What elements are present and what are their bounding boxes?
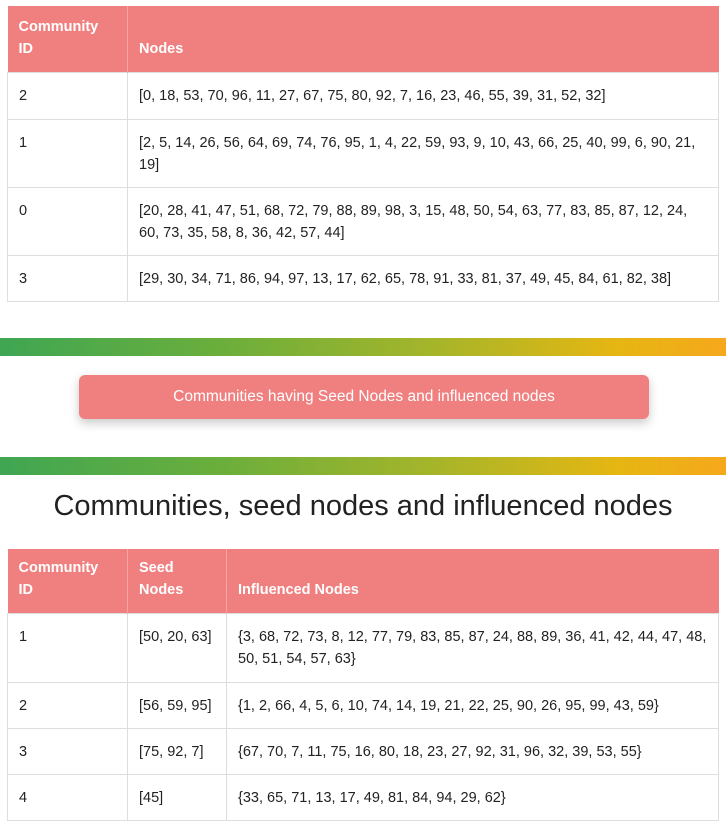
table-row: 0 [20, 28, 41, 47, 51, 68, 72, 79, 88, 8… [7, 187, 719, 256]
seed-nodes-cell: [50, 20, 63] [127, 613, 227, 683]
nodes-cell: [0, 18, 53, 70, 96, 11, 27, 67, 75, 80, … [127, 72, 719, 120]
table-row: 2 [0, 18, 53, 70, 96, 11, 27, 67, 75, 80… [7, 72, 719, 120]
column-header-nodes: Nodes [127, 6, 719, 73]
nodes-cell: [2, 5, 14, 26, 56, 64, 69, 74, 76, 95, 1… [127, 119, 719, 188]
community-id-cell: 3 [7, 255, 128, 302]
community-id-cell: 2 [7, 682, 128, 729]
influenced-nodes-cell: {1, 2, 66, 4, 5, 6, 10, 74, 14, 19, 21, … [226, 682, 719, 729]
gradient-divider-top [0, 338, 726, 356]
seed-nodes-cell: [56, 59, 95] [127, 682, 227, 729]
column-header-influenced-nodes: Influenced Nodes [226, 549, 719, 614]
communities-nodes-table: Community ID Nodes 2 [0, 18, 53, 70, 96,… [7, 6, 719, 302]
gradient-divider-bottom [0, 457, 726, 475]
communities-seed-nodes-button[interactable]: Communities having Seed Nodes and influe… [79, 375, 649, 419]
table-row: 1 [50, 20, 63] {3, 68, 72, 73, 8, 12, 77… [7, 613, 719, 683]
influenced-nodes-cell: {33, 65, 71, 13, 17, 49, 81, 84, 94, 29,… [226, 774, 719, 821]
table-row: 3 [75, 92, 7] {67, 70, 7, 11, 75, 16, 80… [7, 728, 719, 775]
community-id-cell: 1 [7, 613, 128, 683]
seed-influenced-nodes-table: Community ID Seed Nodes Influenced Nodes… [7, 549, 719, 821]
column-header-community-id: Community ID [7, 549, 128, 614]
table-header-row: Community ID Seed Nodes Influenced Nodes [7, 549, 719, 614]
table-row: 2 [56, 59, 95] {1, 2, 66, 4, 5, 6, 10, 7… [7, 682, 719, 729]
seed-nodes-cell: [45] [127, 774, 227, 821]
nodes-cell: [29, 30, 34, 71, 86, 94, 97, 13, 17, 62,… [127, 255, 719, 302]
table-header-row: Community ID Nodes [7, 6, 719, 73]
table-row: 1 [2, 5, 14, 26, 56, 64, 69, 74, 76, 95,… [7, 119, 719, 188]
column-header-community-id: Community ID [7, 6, 128, 73]
community-id-cell: 0 [7, 187, 128, 256]
influenced-nodes-cell: {3, 68, 72, 73, 8, 12, 77, 79, 83, 85, 8… [226, 613, 719, 683]
column-header-seed-nodes: Seed Nodes [127, 549, 227, 614]
section-title: Communities, seed nodes and influenced n… [53, 490, 673, 522]
table-row: 3 [29, 30, 34, 71, 86, 94, 97, 13, 17, 6… [7, 255, 719, 302]
table-row: 4 [45] {33, 65, 71, 13, 17, 49, 81, 84, … [7, 774, 719, 821]
community-id-cell: 4 [7, 774, 128, 821]
community-id-cell: 1 [7, 119, 128, 188]
nodes-cell: [20, 28, 41, 47, 51, 68, 72, 79, 88, 89,… [127, 187, 719, 256]
community-id-cell: 2 [7, 72, 128, 120]
community-id-cell: 3 [7, 728, 128, 775]
seed-nodes-cell: [75, 92, 7] [127, 728, 227, 775]
influenced-nodes-cell: {67, 70, 7, 11, 75, 16, 80, 18, 23, 27, … [226, 728, 719, 775]
